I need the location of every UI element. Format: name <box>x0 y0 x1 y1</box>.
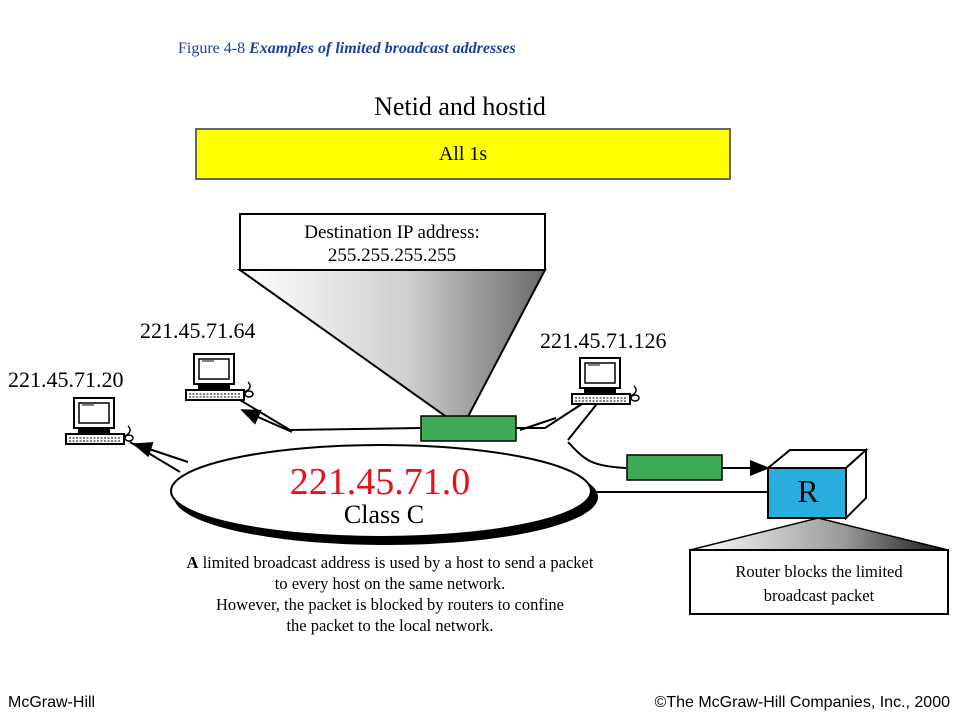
description-line3: However, the packet is blocked by router… <box>215 595 564 614</box>
footer-copyright: ©The McGraw-Hill Companies, Inc., 2000 <box>654 694 950 711</box>
description: A limited broadcast address is used by a… <box>120 552 660 636</box>
description-line4: the packet to the local network. <box>286 616 494 635</box>
host-ip-64: 221.45.71.64 <box>140 318 256 343</box>
router-note-cone <box>689 517 949 551</box>
description-line2: to every host on the same network. <box>274 574 506 593</box>
host-ip-126: 221.45.71.126 <box>540 328 667 353</box>
arrow-to-host-64 <box>240 409 293 433</box>
link-to-host-64 <box>239 399 291 431</box>
network-class: Class C <box>343 500 425 529</box>
router-note-line2: broadcast packet <box>763 586 875 605</box>
computer-icon-host-64[interactable] <box>185 353 254 401</box>
description-line1-text: limited broadcast address is used by a h… <box>198 553 594 572</box>
router-note-line1: Router blocks the limited <box>735 562 903 581</box>
caption-prefix: Figure 4-8 <box>178 40 250 57</box>
packet-to-router <box>626 454 723 481</box>
destination-label: Destination IP address: <box>304 222 480 243</box>
netid-hostid-label: Netid and hostid <box>374 92 546 121</box>
network-address: 221.45.71.0 <box>289 461 471 503</box>
bus-line-top <box>289 427 545 431</box>
caption-title: Examples of limited broadcast addresses <box>249 40 516 57</box>
destination-address: 255.255.255.255 <box>327 245 457 266</box>
computer-icon-host-20[interactable] <box>65 397 134 445</box>
arrow-to-host-20 <box>132 442 189 463</box>
host-ip-20: 221.45.71.20 <box>8 367 124 392</box>
destination-box <box>239 213 546 271</box>
router-front <box>767 467 847 519</box>
link-to-host-126b <box>567 399 601 441</box>
footer-publisher: McGraw-Hill <box>8 694 96 711</box>
computer-icon-host-126[interactable] <box>571 357 640 405</box>
description-line1: A limited broadcast address is used by a… <box>120 552 660 573</box>
figure-caption: Figure 4-8 Examples of limited broadcast… <box>178 40 516 58</box>
packet-on-network <box>420 415 517 442</box>
router-note-box <box>689 549 949 615</box>
network-ellipse <box>170 444 592 538</box>
description-lead: A <box>186 553 199 572</box>
router-label: R <box>797 473 819 509</box>
arrow-to-host-126 <box>519 417 557 431</box>
all-ones-bar: All 1s <box>195 128 731 180</box>
destination-cone <box>236 269 547 430</box>
